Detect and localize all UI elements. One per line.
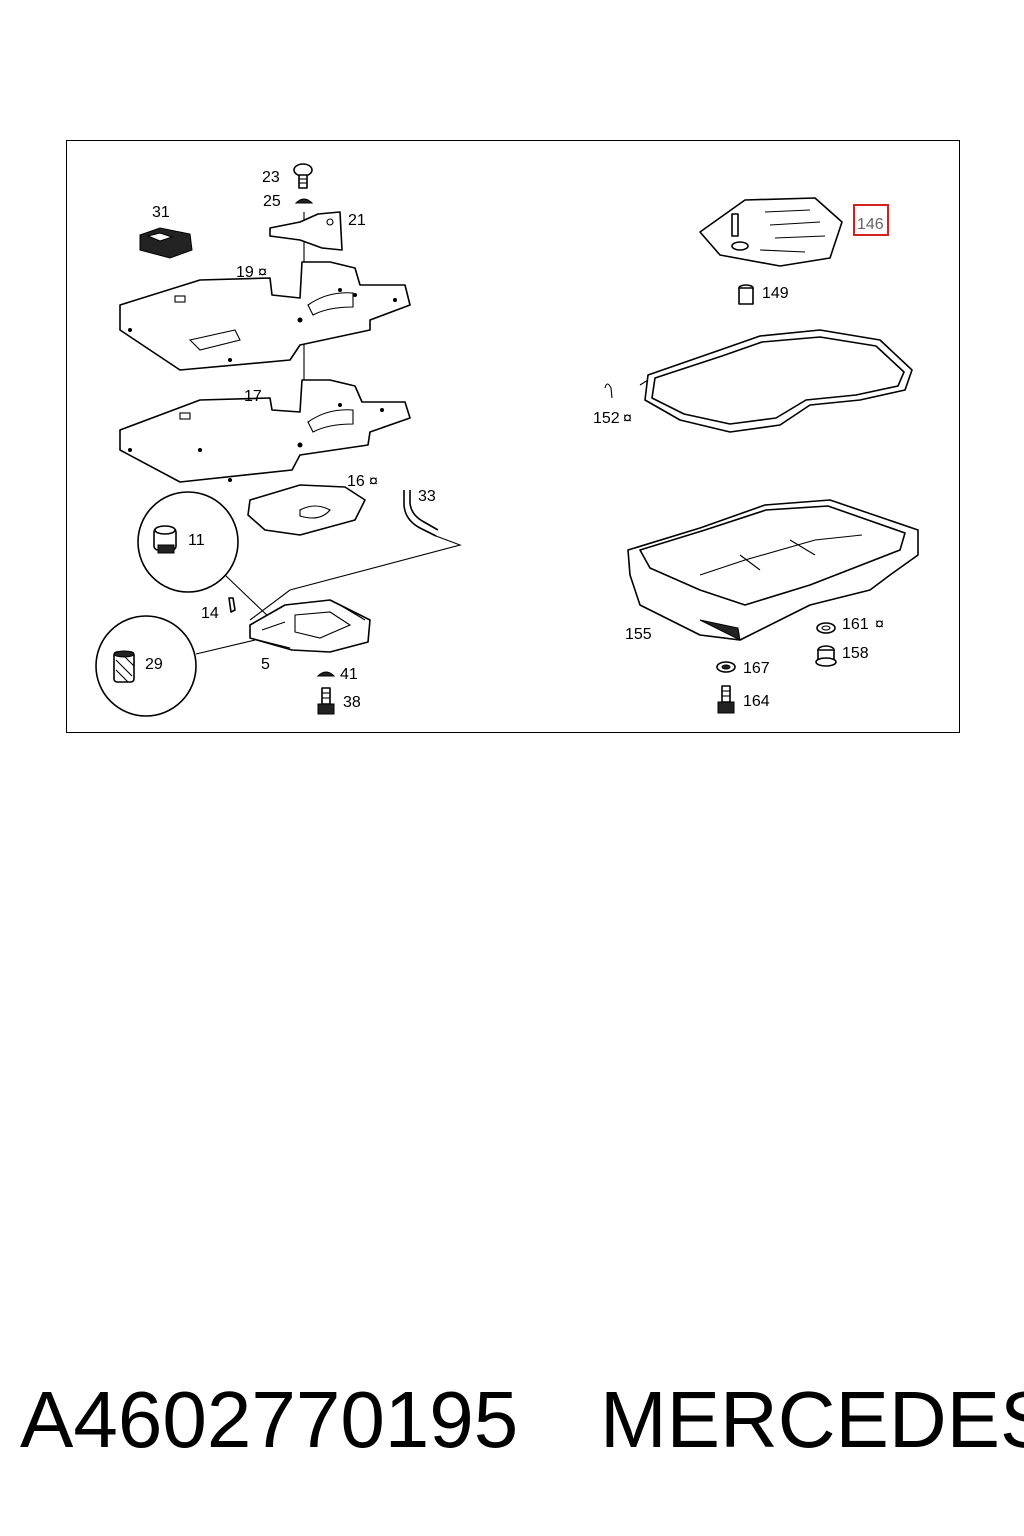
label-38: 38 <box>343 694 361 711</box>
gasket-16 <box>247 484 366 536</box>
label-11: 11 <box>188 532 205 549</box>
valve-11 <box>153 525 177 554</box>
label-25: 25 <box>263 193 281 210</box>
pin-14 <box>228 597 236 613</box>
clip-25 <box>294 198 314 204</box>
detail-circle-29 <box>95 615 197 717</box>
label-19: 19 <box>236 264 254 281</box>
label-161: 161 <box>842 616 869 633</box>
part-number: A4602770195 <box>20 1375 519 1464</box>
label-31: 31 <box>152 204 170 221</box>
label-21: 21 <box>348 212 366 229</box>
label-158: 158 <box>842 645 869 662</box>
filter-146 <box>699 197 843 267</box>
label-14: 14 <box>201 605 219 622</box>
plug-158 <box>815 645 837 667</box>
label-17: 17 <box>244 388 262 405</box>
tube-33 <box>403 490 437 537</box>
washer-161 <box>816 622 836 634</box>
bracket-21 <box>269 211 343 251</box>
highlight-box <box>853 204 889 236</box>
detail-circle-11 <box>137 491 239 593</box>
label-33: 33 <box>418 488 436 505</box>
sensor-31 <box>139 227 193 259</box>
label-19-marker: ¤ <box>258 264 267 281</box>
filter-29 <box>113 650 135 683</box>
exploded-parts-diagram: 23 25 21 31 19 ¤ 17 16 ¤ 33 11 14 29 5 4… <box>95 163 919 717</box>
seal-149 <box>738 284 754 305</box>
valve-body-5 <box>249 599 371 653</box>
label-41: 41 <box>340 666 358 683</box>
bolt-164 <box>717 685 735 714</box>
label-16-marker: ¤ <box>369 473 378 490</box>
label-29: 29 <box>145 656 163 673</box>
label-167: 167 <box>743 660 770 677</box>
label-164: 164 <box>743 693 770 710</box>
footer-caption: A4602770195 MERCEDES <box>20 1370 1024 1470</box>
label-161-marker: ¤ <box>875 616 884 633</box>
label-146: 146 <box>857 216 884 233</box>
screw-23 <box>293 163 313 189</box>
label-16: 16 <box>347 473 365 490</box>
clip-41 <box>316 671 336 677</box>
separator-plate-17 <box>119 379 411 483</box>
label-23: 23 <box>262 169 280 186</box>
pan-gasket-152 <box>644 329 913 433</box>
leader-33 <box>249 535 462 621</box>
diagram-frame <box>66 140 960 733</box>
oil-pan-155 <box>627 499 919 641</box>
brand-name: MERCEDES <box>600 1375 1024 1464</box>
label-149: 149 <box>762 285 789 302</box>
label-152-marker: ¤ <box>623 410 632 427</box>
label-152: 152 <box>593 410 620 427</box>
label-5: 5 <box>261 656 270 673</box>
label-155: 155 <box>625 626 652 643</box>
bolt-38 <box>317 687 335 715</box>
